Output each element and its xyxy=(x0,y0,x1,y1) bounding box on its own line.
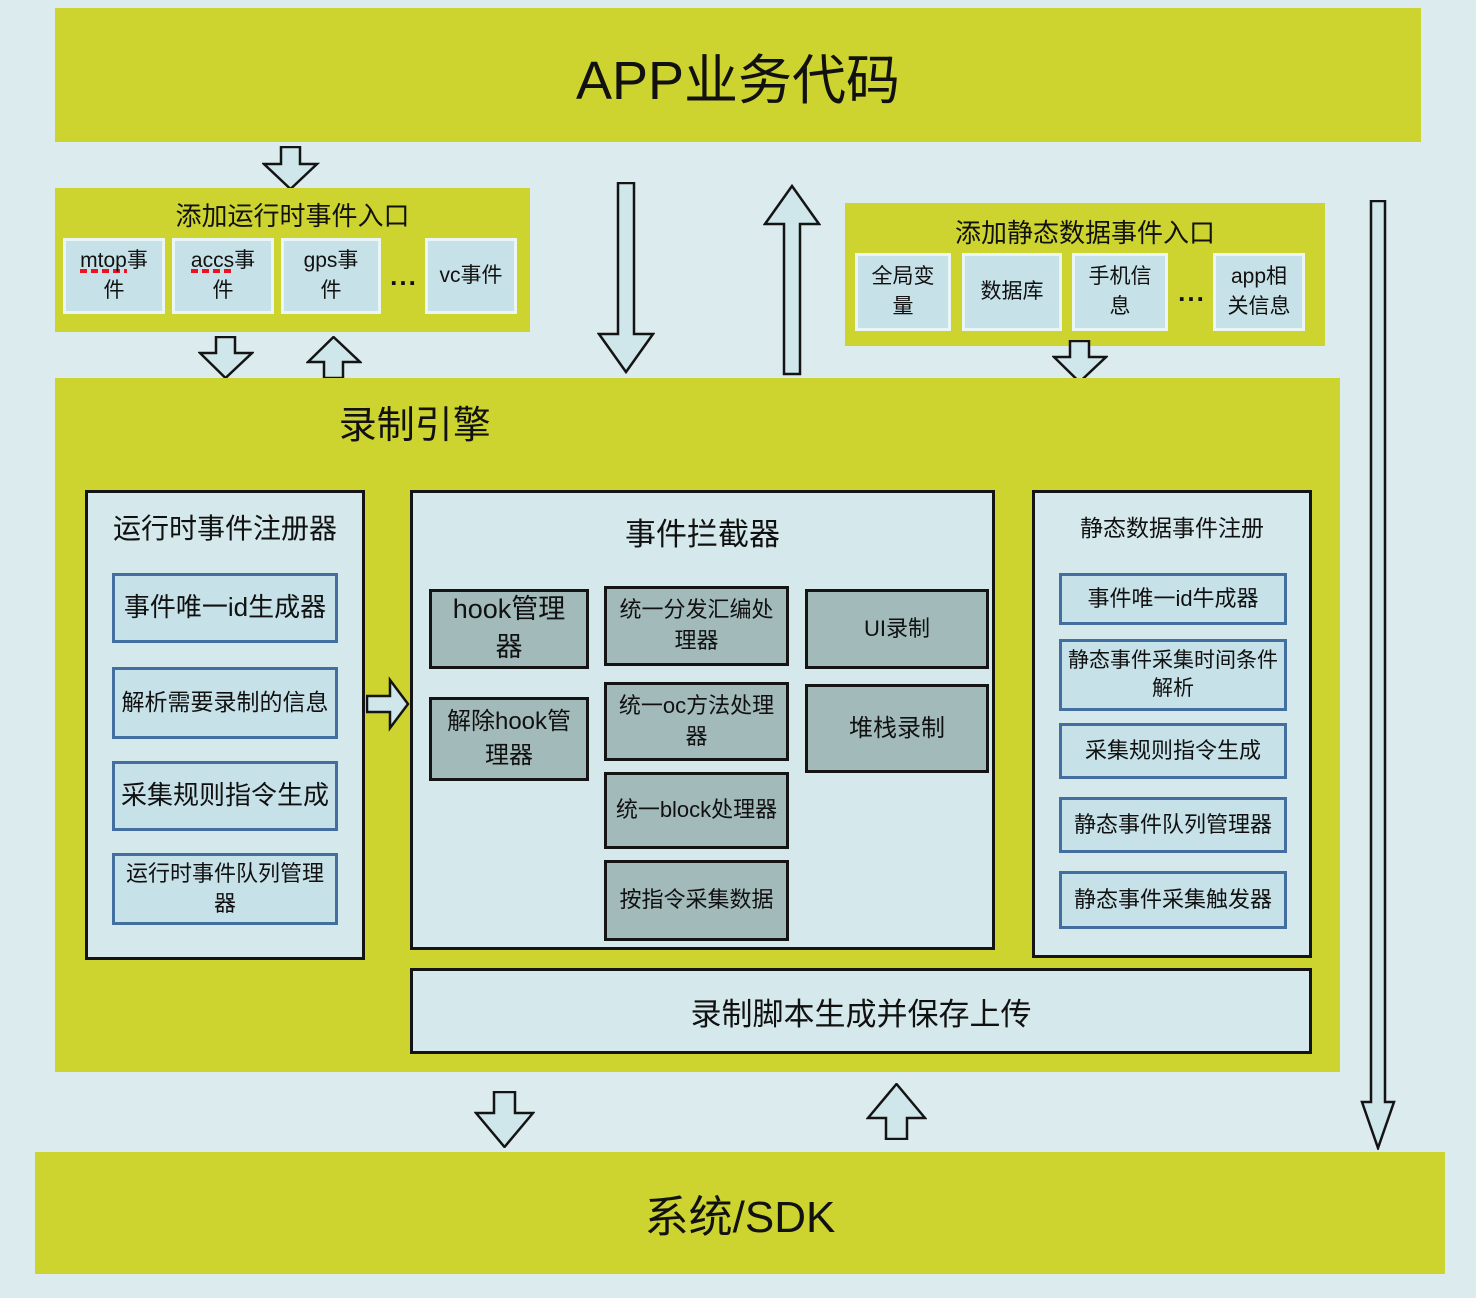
arrow-right-registrar-to-interceptor-icon xyxy=(366,676,410,732)
arrow-down-engine-to-sdk-icon xyxy=(474,1091,535,1148)
runtime-event-mtop: mtop事件 xyxy=(63,238,165,314)
arrow-long-down-right-to-sdk-icon xyxy=(1360,200,1396,1150)
app-business-code-banner: APP业务代码 xyxy=(55,8,1421,142)
vc-label: vc xyxy=(439,263,461,287)
script-generate-save-upload-box: 录制脚本生成并保存上传 xyxy=(410,968,1312,1054)
accs-label: accs xyxy=(190,248,235,273)
unified-dispatch-asm-handler-box: 统一分发汇编处理器 xyxy=(604,586,789,666)
event-interceptor-panel: 事件拦截器 hook管理器 解除hook管理器 统一分发汇编处理器 统一oc方法… xyxy=(410,490,995,950)
static-registrar-title: 静态数据事件注册 xyxy=(1080,515,1264,541)
runtime-queue-manager-box: 运行时事件队列管理器 xyxy=(112,853,338,925)
runtime-event-gps: gps事件 xyxy=(281,238,381,314)
runtime-id-generator-box: 事件唯一id生成器 xyxy=(112,573,338,643)
static-id-generator-box: 事件唯一id牛成器 xyxy=(1059,573,1287,625)
system-sdk-label: 系统/SDK xyxy=(644,1193,836,1242)
ui-recording-box: UI录制 xyxy=(805,589,989,669)
static-item-database: 数据库 xyxy=(962,253,1062,331)
arrow-down-static-entry-to-engine-icon xyxy=(1052,340,1108,383)
runtime-entry-ellipsis: ... xyxy=(390,260,418,291)
stack-recording-box: 堆栈录制 xyxy=(805,684,989,773)
collect-data-by-command-box: 按指令采集数据 xyxy=(604,860,789,941)
mtop-label: mtop xyxy=(80,248,127,273)
arrow-down-runtime-entry-to-engine-icon xyxy=(198,336,254,379)
arrow-up-engine-to-runtime-entry-icon xyxy=(306,336,362,379)
static-collect-rule-generate-box: 采集规则指令生成 xyxy=(1059,723,1287,779)
static-item-phone-info: 手机信息 xyxy=(1072,253,1168,331)
recording-engine-title: 录制引擎 xyxy=(338,405,491,447)
runtime-registrar-title: 运行时事件注册器 xyxy=(112,513,337,544)
arrow-long-down-app-to-engine-icon xyxy=(597,182,655,374)
system-sdk-banner: 系统/SDK xyxy=(35,1152,1445,1274)
arrow-up-sdk-to-engine-icon xyxy=(866,1083,927,1140)
app-business-code-label: APP业务代码 xyxy=(575,50,901,111)
static-time-condition-parse-box: 静态事件采集时间条件解析 xyxy=(1059,639,1287,711)
script-box-label: 录制脚本生成并保存上传 xyxy=(690,996,1032,1032)
unified-block-handler-box: 统一block处理器 xyxy=(604,772,789,849)
unhook-manager-box: 解除hook管理器 xyxy=(429,697,589,781)
collect-rule-generate-box: 采集规则指令生成 xyxy=(112,761,338,831)
event-interceptor-title: 事件拦截器 xyxy=(625,517,780,552)
static-entry-group: 添加静态数据事件入口 全局变量 数据库 手机信息 ... app相关信息 xyxy=(845,203,1325,346)
hook-manager-box: hook管理器 xyxy=(429,589,589,669)
static-item-global-vars: 全局变量 xyxy=(855,253,951,331)
recording-engine-container: 录制引擎 运行时事件注册器 事件唯一id生成器 解析需要录制的信息 采集规则指令… xyxy=(55,378,1340,1072)
static-registrar-panel: 静态数据事件注册 事件唯一id牛成器 静态事件采集时间条件解析 采集规则指令生成… xyxy=(1032,490,1312,958)
static-item-app-info: app相关信息 xyxy=(1213,253,1305,331)
unified-oc-method-handler-box: 统一oc方法处理器 xyxy=(604,682,789,761)
runtime-event-accs: accs事件 xyxy=(172,238,274,314)
static-entry-ellipsis: ... xyxy=(1178,276,1206,307)
static-entry-title: 添加静态数据事件入口 xyxy=(954,218,1215,248)
runtime-event-vc: vc事件 xyxy=(425,238,517,314)
runtime-registrar-panel: 运行时事件注册器 事件唯一id生成器 解析需要录制的信息 采集规则指令生成 运行… xyxy=(85,490,365,960)
static-queue-manager-box: 静态事件队列管理器 xyxy=(1059,797,1287,853)
arrow-long-up-engine-to-app-icon xyxy=(763,184,821,376)
runtime-entry-group: 添加运行时事件入口 mtop事件 accs事件 gps事件 ... vc事件 xyxy=(55,188,530,332)
gps-label: gps xyxy=(303,248,338,272)
static-collect-trigger-box: 静态事件采集触发器 xyxy=(1059,871,1287,929)
runtime-entry-title: 添加运行时事件入口 xyxy=(175,201,410,231)
arrow-down-app-to-runtime-entry-icon xyxy=(262,146,320,190)
parse-record-info-box: 解析需要录制的信息 xyxy=(112,667,338,739)
